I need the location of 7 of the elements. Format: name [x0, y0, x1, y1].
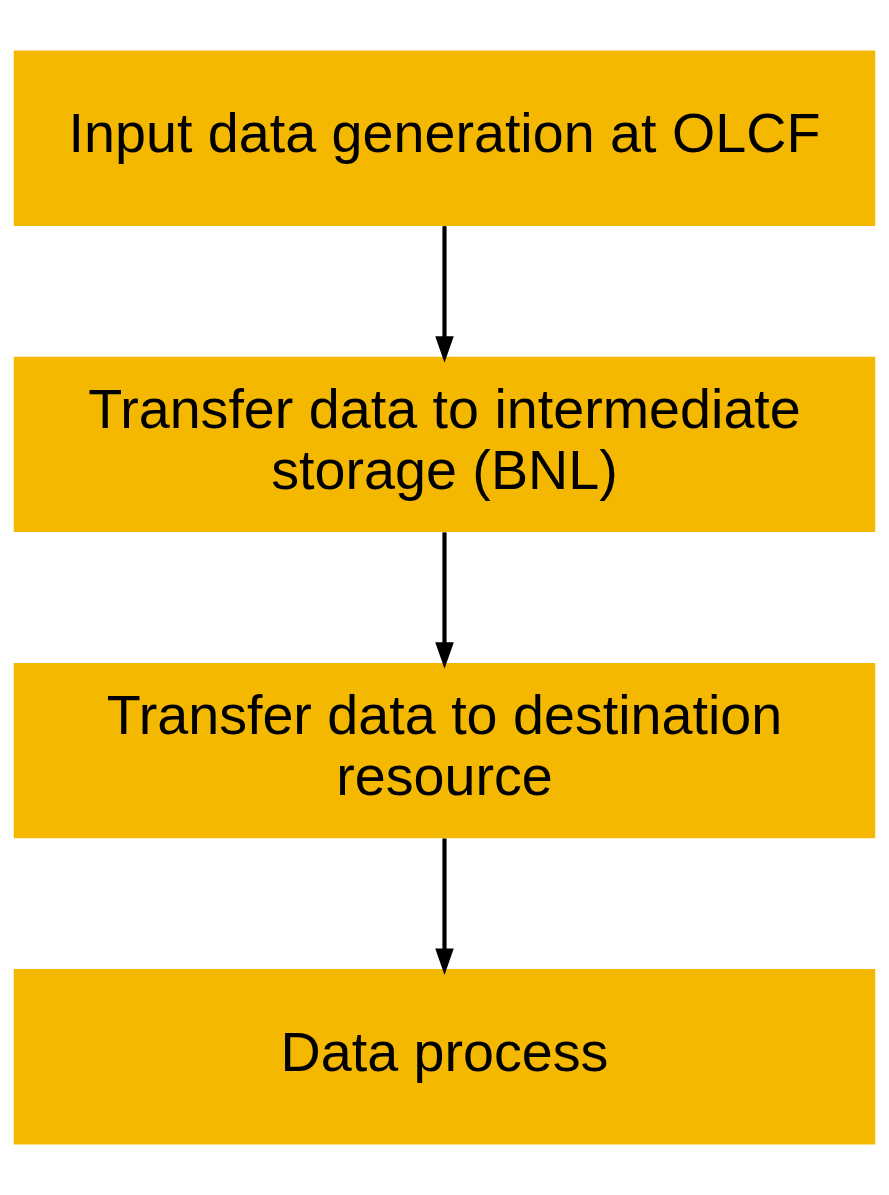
arrow	[435, 226, 454, 363]
node-box: Transfer data to intermediate storage (BNL)	[13, 356, 876, 533]
node-box: Input data generation at OLCF	[13, 50, 876, 226]
node-box: Data process	[13, 969, 876, 1145]
node-box: Transfer data to destination resource	[13, 662, 876, 839]
arrow	[435, 838, 454, 976]
arrow	[435, 532, 454, 669]
